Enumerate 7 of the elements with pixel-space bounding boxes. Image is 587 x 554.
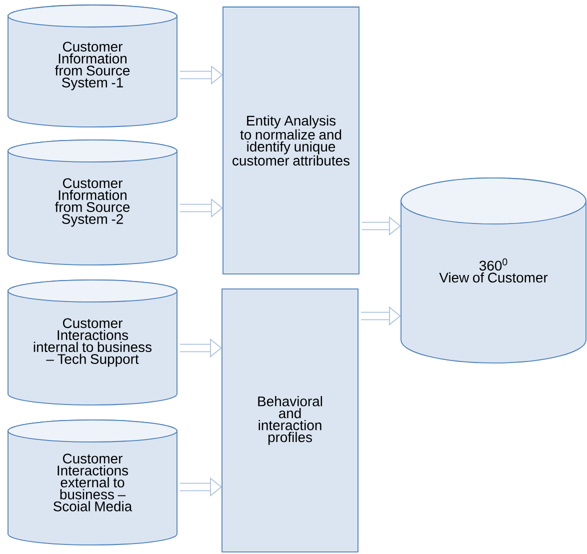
database-cylinder: Customer Information from Source System -2 bbox=[8, 140, 178, 266]
database-cylinder: Customer Interactions internal to business – Tech Support bbox=[8, 280, 178, 406]
database-cylinder: Customer Interactions external to business – Scoial Media bbox=[8, 420, 178, 546]
database-cylinder: 360$^{0}$ View of Customer bbox=[400, 178, 586, 364]
process-box: Behavioral and interaction profiles bbox=[222, 288, 358, 552]
process-box: Entity Analysis to normalize and identify unique customer attributes bbox=[222, 6, 360, 274]
database-cylinder: Customer Information from Source System -1 bbox=[8, 4, 178, 128]
